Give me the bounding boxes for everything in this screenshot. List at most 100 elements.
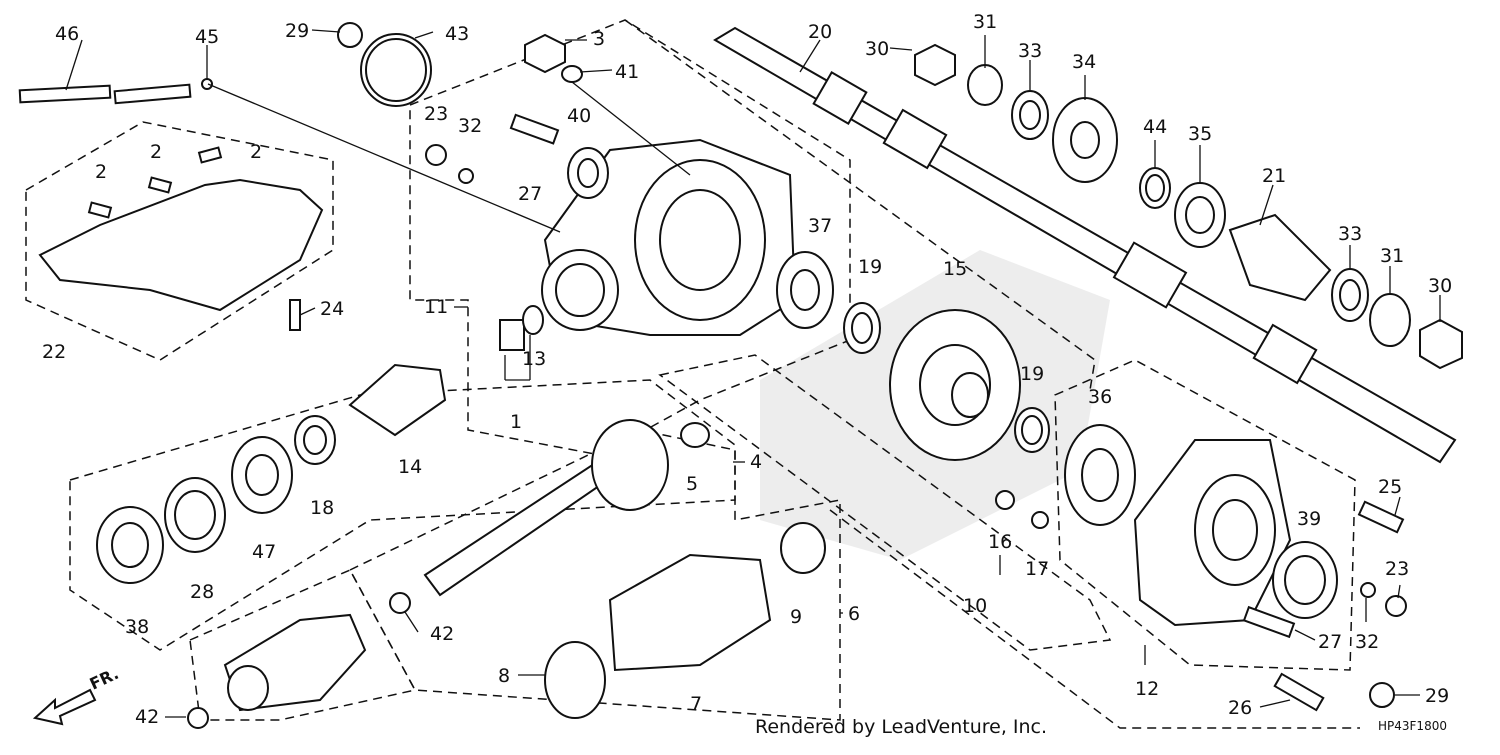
callout-34: 34 xyxy=(1072,51,1096,73)
callout-24: 24 xyxy=(320,298,344,320)
clip-13 xyxy=(522,305,544,335)
callout-6: 6 xyxy=(848,603,860,625)
collar-21 xyxy=(1228,213,1332,302)
callout-2b: 2 xyxy=(150,141,162,163)
callout-11: 11 xyxy=(424,296,448,318)
callout-43: 43 xyxy=(445,23,469,45)
pin-2b xyxy=(147,176,173,194)
washer-32-top xyxy=(458,168,474,184)
plug-3 xyxy=(524,33,566,74)
callout-27-top: 27 xyxy=(518,183,542,205)
callout-21: 21 xyxy=(1262,165,1286,187)
stud-27-right xyxy=(1242,605,1296,639)
callout-26: 26 xyxy=(1228,697,1252,719)
washer-17 xyxy=(1031,511,1049,529)
callout-29-top: 29 xyxy=(285,20,309,42)
pin-2a xyxy=(87,201,113,219)
callout-32-top: 32 xyxy=(458,115,482,137)
callout-23-right: 23 xyxy=(1385,558,1409,580)
front-label: FR. xyxy=(87,664,122,694)
callout-19-top: 19 xyxy=(858,256,882,278)
credit-text: Rendered by LeadVenture, Inc. xyxy=(755,716,1047,738)
callout-33-top: 33 xyxy=(1018,40,1042,62)
callout-8: 8 xyxy=(498,665,510,687)
callout-36: 36 xyxy=(1088,386,1112,408)
callout-15: 15 xyxy=(943,258,967,280)
callout-22: 22 xyxy=(42,341,66,363)
callout-46: 46 xyxy=(55,23,79,45)
leader-lines xyxy=(65,29,1441,718)
clip-42-mid xyxy=(389,592,411,614)
callout-42-bottom: 42 xyxy=(135,706,159,728)
bolt-23-right xyxy=(1385,595,1407,617)
callout-5: 5 xyxy=(686,473,698,495)
callout-30-right: 30 xyxy=(1428,275,1452,297)
gear-case-housing xyxy=(425,33,834,351)
o-ring-43 xyxy=(360,33,432,107)
callout-4: 4 xyxy=(750,451,762,473)
tube-45 xyxy=(113,83,192,105)
assembly-outlines xyxy=(25,19,1360,729)
callout-2c: 2 xyxy=(250,141,262,163)
callout-25: 25 xyxy=(1378,476,1402,498)
bolt-26 xyxy=(1273,672,1325,712)
band-8 xyxy=(544,641,606,719)
callout-9: 9 xyxy=(790,606,802,628)
nut-30-top xyxy=(914,43,956,87)
callout-39: 39 xyxy=(1297,508,1321,530)
callout-20: 20 xyxy=(808,21,832,43)
callout-17: 17 xyxy=(1025,558,1049,580)
nut-29-top xyxy=(337,22,363,48)
callout-12: 12 xyxy=(1135,678,1159,700)
skid-plate-assembly xyxy=(18,78,324,331)
shaft-4 xyxy=(423,458,617,597)
callout-47: 47 xyxy=(252,541,276,563)
boot-7 xyxy=(608,553,772,672)
callout-16: 16 xyxy=(988,531,1012,553)
stud-27-top xyxy=(509,113,560,145)
bolt-25 xyxy=(1357,500,1405,534)
skid-plate-22 xyxy=(38,178,324,312)
callout-3: 3 xyxy=(593,28,605,50)
drive-shaft-part xyxy=(713,26,1457,464)
callout-labels: 46 45 29 43 3 41 20 30 31 33 34 44 35 21… xyxy=(42,11,1452,728)
callout-19-bottom: 19 xyxy=(1020,363,1044,385)
callout-23-top: 23 xyxy=(424,103,448,125)
bolt-24 xyxy=(289,299,301,331)
callout-7: 7 xyxy=(690,693,702,715)
bearing-1 xyxy=(499,319,525,351)
callout-42-mid: 42 xyxy=(430,623,454,645)
callout-41: 41 xyxy=(615,61,639,83)
callout-31-right: 31 xyxy=(1380,245,1404,267)
callout-37: 37 xyxy=(808,215,832,237)
callout-2a: 2 xyxy=(95,161,107,183)
nut-30-right xyxy=(1419,318,1463,370)
callout-10: 10 xyxy=(963,595,987,617)
washer-32-right xyxy=(1360,582,1376,598)
nut-31-right xyxy=(1369,293,1411,347)
callout-45: 45 xyxy=(195,26,219,48)
diagram-code: HP43F1800 xyxy=(1378,719,1447,733)
band-9 xyxy=(780,522,826,574)
callout-30-top: 30 xyxy=(865,38,889,60)
callout-14: 14 xyxy=(398,456,422,478)
callout-44: 44 xyxy=(1143,116,1167,138)
tube-46 xyxy=(18,84,112,104)
clip-42-bottom xyxy=(187,707,209,729)
pinion-assembly xyxy=(96,363,447,584)
callout-1: 1 xyxy=(510,411,522,433)
bolt-16 xyxy=(995,490,1015,510)
front-direction-arrow: FR. xyxy=(32,664,122,726)
callout-13: 13 xyxy=(522,348,546,370)
nut-29-bottom xyxy=(1369,682,1395,708)
pin-2c xyxy=(197,146,223,164)
callout-28: 28 xyxy=(190,581,214,603)
ring-gear xyxy=(843,302,1050,461)
callout-27-right: 27 xyxy=(1318,631,1342,653)
propeller-shaft-assembly xyxy=(187,419,826,729)
callout-29-bottom: 29 xyxy=(1425,685,1449,707)
bolt-23-top xyxy=(425,144,447,166)
o-ring-41 xyxy=(561,65,583,83)
